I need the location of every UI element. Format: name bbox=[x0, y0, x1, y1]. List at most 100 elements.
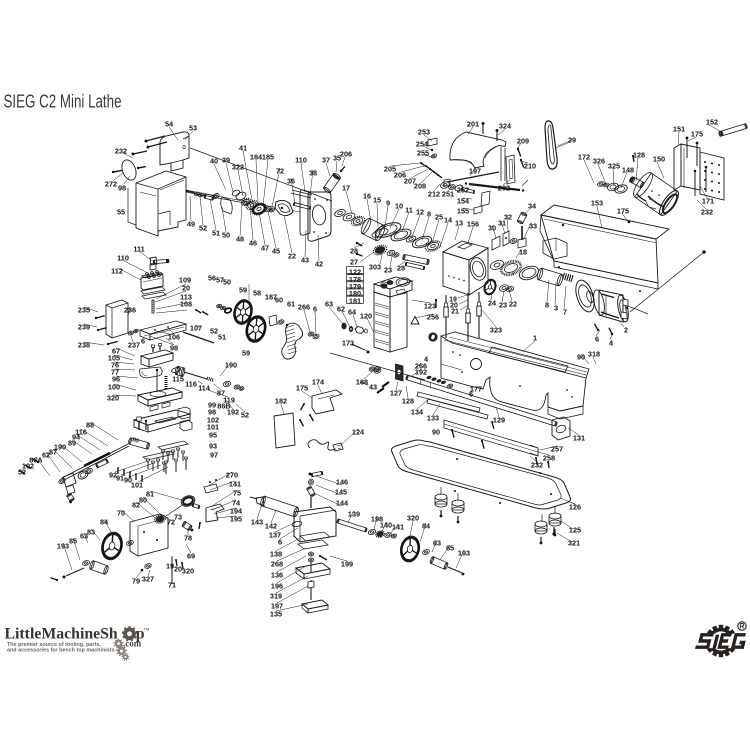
svg-text:178: 178 bbox=[349, 275, 361, 284]
svg-text:.com: .com bbox=[123, 639, 142, 649]
svg-text:192: 192 bbox=[22, 462, 34, 471]
svg-text:69: 69 bbox=[187, 552, 195, 561]
svg-text:TM: TM bbox=[144, 627, 150, 632]
svg-text:111: 111 bbox=[133, 245, 144, 254]
svg-text:6: 6 bbox=[595, 335, 599, 344]
svg-text:192: 192 bbox=[415, 368, 427, 377]
svg-text:324: 324 bbox=[499, 122, 512, 131]
svg-text:134: 134 bbox=[411, 408, 424, 417]
svg-text:12: 12 bbox=[416, 208, 424, 217]
svg-text:102: 102 bbox=[207, 416, 219, 425]
svg-text:19: 19 bbox=[166, 562, 174, 571]
svg-text:114: 114 bbox=[198, 384, 211, 393]
svg-text:323: 323 bbox=[490, 326, 502, 335]
svg-text:91: 91 bbox=[116, 474, 124, 483]
svg-text:73: 73 bbox=[174, 513, 182, 522]
svg-text:52: 52 bbox=[241, 411, 249, 420]
svg-text:110: 110 bbox=[295, 156, 307, 165]
svg-text:42: 42 bbox=[315, 260, 323, 269]
svg-text:46: 46 bbox=[249, 239, 257, 248]
svg-text:184: 184 bbox=[250, 153, 263, 162]
svg-text:43: 43 bbox=[301, 256, 309, 265]
svg-text:90: 90 bbox=[432, 428, 440, 437]
svg-text:48: 48 bbox=[236, 235, 244, 244]
svg-text:64: 64 bbox=[348, 308, 357, 317]
svg-text:151: 151 bbox=[673, 125, 685, 134]
svg-text:52: 52 bbox=[210, 327, 218, 336]
svg-text:60: 60 bbox=[275, 296, 283, 305]
svg-text:173: 173 bbox=[342, 339, 354, 348]
svg-text:22: 22 bbox=[509, 300, 517, 309]
svg-text:80: 80 bbox=[139, 496, 147, 505]
svg-text:210: 210 bbox=[524, 162, 536, 171]
svg-text:98: 98 bbox=[170, 344, 178, 353]
svg-text:88: 88 bbox=[86, 421, 94, 430]
svg-text:123: 123 bbox=[424, 302, 436, 311]
svg-text:57: 57 bbox=[216, 276, 224, 285]
svg-text:32: 32 bbox=[504, 213, 512, 222]
svg-text:238: 238 bbox=[78, 341, 90, 350]
svg-text:133: 133 bbox=[427, 414, 439, 423]
svg-text:86B: 86B bbox=[217, 402, 230, 411]
svg-text:77: 77 bbox=[111, 368, 119, 377]
svg-text:SIEG C2 Mini Lathe: SIEG C2 Mini Lathe bbox=[4, 92, 122, 112]
svg-text:187: 187 bbox=[265, 293, 277, 302]
svg-text:175: 175 bbox=[691, 130, 703, 139]
svg-text:256: 256 bbox=[427, 313, 439, 322]
svg-text:55: 55 bbox=[117, 208, 125, 217]
svg-text:38: 38 bbox=[309, 169, 317, 178]
svg-text:99: 99 bbox=[208, 401, 216, 410]
svg-text:208: 208 bbox=[414, 182, 426, 191]
svg-text:237: 237 bbox=[128, 341, 140, 350]
svg-text:232: 232 bbox=[531, 461, 543, 470]
svg-text:84: 84 bbox=[100, 518, 109, 527]
svg-text:110: 110 bbox=[117, 254, 129, 263]
svg-text:17: 17 bbox=[342, 184, 350, 193]
svg-text:101: 101 bbox=[207, 423, 219, 432]
svg-text:195: 195 bbox=[230, 515, 242, 524]
svg-text:36: 36 bbox=[287, 177, 295, 186]
svg-text:190: 190 bbox=[225, 361, 237, 370]
svg-text:4: 4 bbox=[424, 355, 429, 364]
svg-text:115: 115 bbox=[172, 375, 184, 384]
svg-text:266: 266 bbox=[415, 362, 427, 371]
svg-text:98: 98 bbox=[208, 408, 216, 417]
svg-text:206: 206 bbox=[340, 150, 352, 159]
svg-text:318: 318 bbox=[588, 350, 600, 359]
svg-text:206: 206 bbox=[394, 171, 406, 180]
svg-text:81: 81 bbox=[146, 490, 154, 499]
svg-text:109: 109 bbox=[179, 276, 191, 285]
svg-text:28: 28 bbox=[350, 247, 358, 256]
svg-text:105: 105 bbox=[108, 354, 120, 363]
svg-text:320: 320 bbox=[107, 394, 119, 403]
svg-text:19: 19 bbox=[449, 297, 457, 304]
svg-text:270: 270 bbox=[226, 471, 238, 480]
svg-text:The premier source of tooling,: The premier source of tooling, parts, bbox=[7, 642, 101, 648]
svg-text:and accessories for bench top: and accessories for bench top machinists… bbox=[7, 648, 117, 654]
svg-text:89: 89 bbox=[68, 439, 76, 448]
svg-text:125: 125 bbox=[569, 526, 581, 535]
svg-text:251: 251 bbox=[442, 190, 454, 199]
svg-text:4: 4 bbox=[609, 339, 614, 348]
svg-text:194: 194 bbox=[230, 507, 243, 516]
svg-text:201: 201 bbox=[467, 120, 479, 129]
svg-text:52: 52 bbox=[199, 224, 207, 233]
svg-text:175: 175 bbox=[617, 207, 629, 216]
svg-text:113: 113 bbox=[180, 293, 192, 302]
svg-text:172: 172 bbox=[578, 153, 590, 162]
svg-text:39: 39 bbox=[222, 156, 230, 165]
svg-text:35: 35 bbox=[333, 154, 341, 163]
svg-text:144: 144 bbox=[336, 499, 349, 508]
svg-text:20: 20 bbox=[450, 303, 458, 310]
svg-text:54: 54 bbox=[165, 120, 174, 129]
svg-text:146: 146 bbox=[336, 478, 348, 487]
svg-text:106: 106 bbox=[168, 333, 180, 342]
svg-text:196: 196 bbox=[271, 582, 283, 591]
svg-text:49: 49 bbox=[187, 220, 195, 229]
svg-text:63: 63 bbox=[325, 300, 333, 309]
svg-text:79: 79 bbox=[132, 577, 140, 586]
svg-text:119: 119 bbox=[223, 396, 235, 405]
svg-text:23: 23 bbox=[499, 301, 507, 310]
svg-text:23: 23 bbox=[384, 266, 392, 275]
svg-text:322: 322 bbox=[232, 163, 244, 172]
